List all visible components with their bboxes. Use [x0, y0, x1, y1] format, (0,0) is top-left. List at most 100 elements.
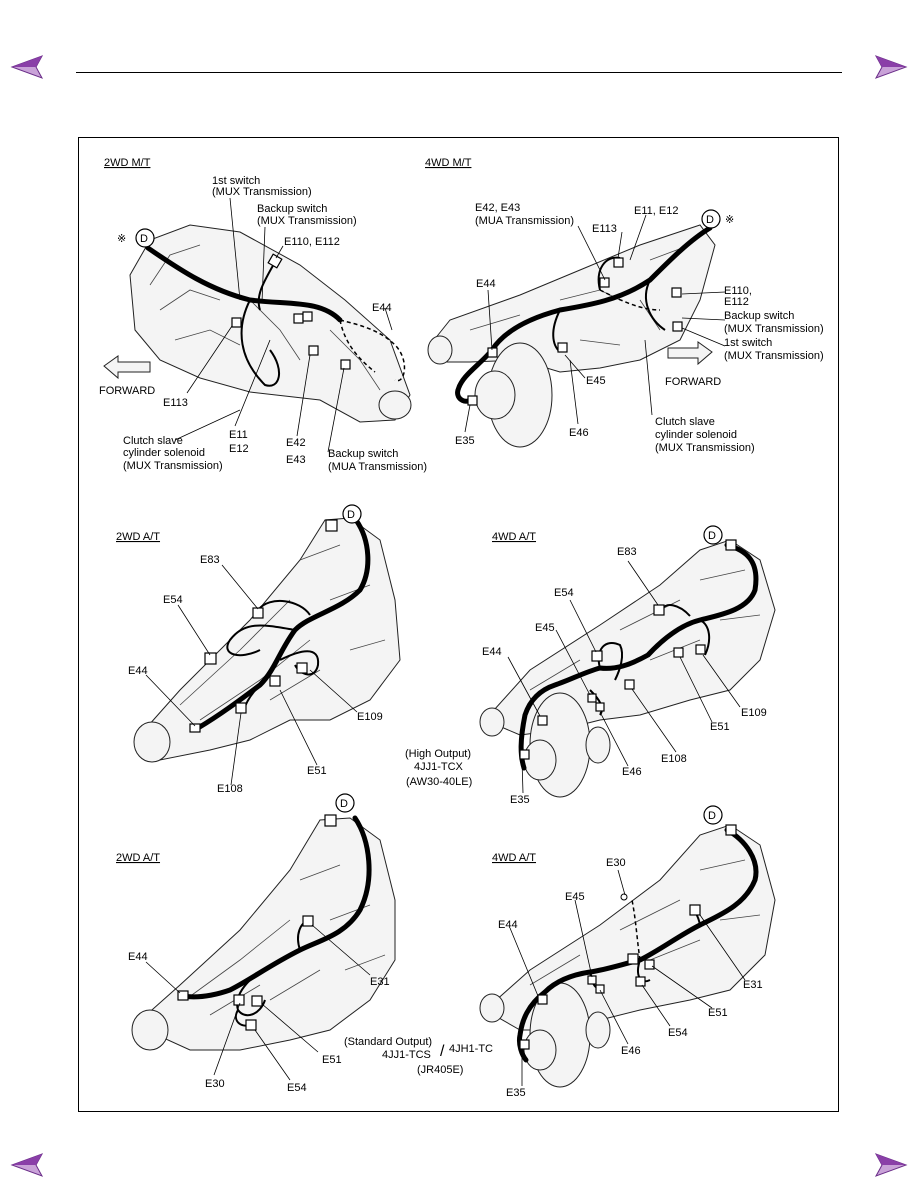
- panel-title: 4WD A/T: [492, 531, 536, 543]
- callout-label: E46: [569, 427, 589, 439]
- callout-label: E31: [370, 976, 390, 988]
- note-mark: ※: [725, 214, 734, 226]
- callout-label: Clutch slave: [655, 416, 715, 428]
- callout-label: E44: [128, 951, 148, 963]
- callout-label: 1st switch: [724, 337, 772, 349]
- callout-label: E54: [287, 1082, 307, 1094]
- callout-label: E54: [668, 1027, 688, 1039]
- callout-label: E108: [661, 753, 687, 765]
- callout-label: E109: [741, 707, 767, 719]
- callout-label: E44: [482, 646, 502, 658]
- callout-label: E46: [622, 766, 642, 778]
- callout-label: E45: [535, 622, 555, 634]
- connector-d-label: D: [347, 509, 355, 521]
- prev-page-arrow-icon-bottom[interactable]: [10, 1152, 44, 1178]
- callout-label: E54: [163, 594, 183, 606]
- transmission-body: [134, 817, 396, 1051]
- callout-label: E42: [286, 437, 306, 449]
- callout-label: (MUA Transmission): [475, 215, 574, 227]
- callout-label: (MUX Transmission): [123, 460, 223, 472]
- callout-label: E43: [286, 454, 306, 466]
- callout-label: Backup switch: [724, 310, 794, 322]
- callout-label: E35: [506, 1087, 526, 1099]
- callout-label: E113: [592, 223, 617, 235]
- transmission-body: [429, 224, 716, 373]
- callout-label: Backup switch: [257, 203, 327, 215]
- panel-2wd-at-high: 2WD A/T D E83 E54 E44 E109 E51 E108: [116, 504, 401, 795]
- callout-label: E108: [217, 783, 243, 795]
- callout-label: FORWARD: [99, 385, 155, 397]
- callout-label: (MUX Transmission): [724, 323, 824, 335]
- connector-d-label: D: [340, 798, 348, 810]
- callout-label: E30: [606, 857, 626, 869]
- connector-d-label: D: [706, 214, 714, 226]
- panel-title: 4WD A/T: [492, 852, 536, 864]
- callout-label: Backup switch: [328, 448, 398, 460]
- callout-label: (MUX Transmission): [655, 442, 755, 454]
- callout-label: E30: [205, 1078, 225, 1090]
- callout-label: 4JJ1-TCS: [382, 1049, 431, 1061]
- callout-label: 4JH1-TC: [449, 1043, 493, 1055]
- panel-title: 2WD A/T: [116, 852, 160, 864]
- callout-label: E44: [476, 278, 496, 290]
- callout-label: E45: [565, 891, 585, 903]
- prev-page-arrow-icon[interactable]: [10, 54, 44, 80]
- callout-label: E44: [498, 919, 518, 931]
- callout-label: /: [440, 1043, 445, 1060]
- callout-label: E46: [621, 1045, 641, 1057]
- callout-label: E35: [510, 794, 530, 806]
- callout-label: (Standard Output): [344, 1036, 432, 1048]
- panel-title: 2WD A/T: [116, 531, 160, 543]
- callout-label: E110, E112: [284, 236, 340, 248]
- panel-title: 2WD M/T: [104, 157, 151, 169]
- callout-label: (High Output): [405, 748, 471, 760]
- header-rule: [76, 72, 842, 73]
- callout-label: E54: [554, 587, 574, 599]
- callout-label: E51: [710, 721, 730, 733]
- callout-label: E42, E43: [475, 202, 520, 214]
- callout-label: (MUX Transmission): [257, 215, 357, 227]
- callout-label: cylinder solenoid: [123, 447, 205, 459]
- callout-label: E11: [229, 429, 248, 441]
- panel-2wd-mt: 2WD M/T D ※ 1st switch (MUX Transmission…: [99, 157, 427, 473]
- callout-label: (MUX Transmission): [212, 186, 312, 198]
- callout-label: E109: [357, 711, 383, 723]
- callout-label: E45: [586, 375, 606, 387]
- callout-label: Clutch slave: [123, 435, 183, 447]
- callout-label: (AW30-40LE): [406, 776, 472, 788]
- callout-label: E51: [307, 765, 327, 777]
- transmission-body: [139, 517, 401, 761]
- callout-label: E112: [724, 296, 749, 308]
- callout-label: E11, E12: [634, 205, 678, 217]
- panel-4wd-at-std: 4WD A/T D E30 E45 E44 E31 E51 E54 E46 E3…: [479, 805, 776, 1099]
- callout-label: E31: [743, 979, 763, 991]
- callout-label: E44: [128, 665, 148, 677]
- callout-label: E83: [200, 554, 220, 566]
- callout-label: E51: [322, 1054, 342, 1066]
- high-output-label: (High Output) 4JJ1-TCX (AW30-40LE): [405, 748, 472, 788]
- next-page-arrow-icon[interactable]: [874, 54, 908, 80]
- callout-label: 1st switch: [212, 175, 260, 187]
- callout-label: 4JJ1-TCX: [414, 761, 464, 773]
- note-mark: ※: [117, 233, 126, 245]
- panel-title: 4WD M/T: [425, 157, 472, 169]
- panel-4wd-mt: 4WD M/T D ※ E42, E43 (MUA Transmission) …: [425, 157, 824, 454]
- callout-label: E35: [455, 435, 475, 447]
- connector-d-label: D: [708, 810, 716, 822]
- diagram-frame: [78, 137, 839, 1112]
- callout-label: (MUX Transmission): [724, 350, 824, 362]
- connector-d-label: D: [708, 530, 716, 542]
- callout-label: FORWARD: [665, 376, 721, 388]
- callout-label: (JR405E): [417, 1064, 463, 1076]
- callout-label: cylinder solenoid: [655, 429, 737, 441]
- connector-d-label: D: [140, 233, 148, 245]
- callout-label: E110,: [724, 285, 752, 297]
- callout-label: E51: [708, 1007, 728, 1019]
- callout-label: E113: [163, 397, 188, 409]
- panel-2wd-at-std: 2WD A/T D E31 E44 E51 E30 E54: [116, 793, 396, 1094]
- callout-label: (MUA Transmission): [328, 461, 427, 473]
- panel-4wd-at-high: 4WD A/T D E83 E54 E45 E44 E109 E51 E108 …: [479, 525, 776, 806]
- callout-label: E44: [372, 302, 392, 314]
- next-page-arrow-icon-bottom[interactable]: [874, 1152, 908, 1178]
